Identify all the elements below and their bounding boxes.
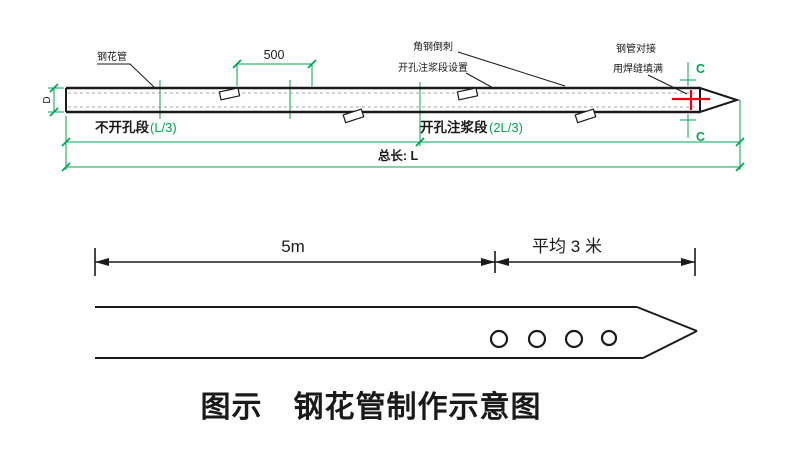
left-segment-dim: (L/3) (150, 120, 177, 135)
leader-line (457, 51, 566, 87)
right-segment-label: 开孔注浆段 (420, 119, 488, 135)
dim-tick (415, 137, 425, 147)
section-cut-marker: C C (680, 62, 705, 144)
grout-hole (564, 329, 584, 349)
dim-tick (49, 83, 59, 93)
barb (342, 108, 365, 124)
dim-tick (49, 107, 59, 117)
right-dim-label: 平均 3 米 (532, 237, 602, 256)
dim-tick (735, 162, 745, 172)
pipe-label: 钢花管 (97, 50, 127, 63)
dim-tick (61, 162, 71, 172)
pipe-tip-bottom (642, 330, 698, 359)
grout-hole (527, 329, 547, 349)
weld-joint-mark (672, 90, 710, 110)
grout-setup-label: 开孔注浆段设置 (398, 61, 468, 74)
barb (574, 108, 597, 124)
leader-line (647, 74, 688, 95)
leader-line (465, 72, 496, 90)
top-drawing: 500 钢花管 角钢倒刺 开孔注浆段设置 钢管对接 用焊缝填满 (42, 40, 745, 172)
bottom-dimension: 5m 平均 3 米 (94, 237, 696, 276)
drawing-caption: 图示 钢花管制作示意图 (201, 390, 542, 424)
barb (456, 87, 479, 101)
bottom-drawing: 5m 平均 3 米 图示 钢花管制作示意图 (94, 237, 698, 424)
dim-tick (61, 137, 71, 147)
barb-label: 角钢倒刺 (413, 40, 453, 53)
dim-tick (232, 59, 242, 69)
dim-arrow (95, 258, 109, 266)
pipe-body (65, 86, 741, 114)
dim-tick (735, 137, 745, 147)
leader-line (97, 63, 156, 89)
left-segment-label: 不开孔段 (95, 119, 149, 135)
diameter-label: D (42, 96, 53, 103)
right-segment-dim: (2L/3) (489, 120, 523, 135)
grout-hole (600, 329, 618, 347)
grout-hole (489, 329, 509, 349)
diameter-dimension: D (42, 83, 64, 117)
dim-tick (307, 59, 317, 69)
joint-label-line2: 用焊缝填满 (613, 62, 663, 75)
left-dim-label: 5m (281, 237, 305, 256)
dim-arrow (481, 258, 495, 266)
section-label-bottom: C (696, 130, 705, 144)
barb (218, 87, 241, 101)
dim-arrow (495, 258, 509, 266)
grout-holes (489, 329, 618, 349)
dim-500-label: 500 (264, 48, 285, 62)
joint-label-line1: 钢管对接 (616, 42, 656, 55)
section-label-top: C (696, 62, 705, 76)
total-length-label: 总长: L (378, 148, 419, 163)
bottom-pipe-outline (95, 306, 698, 359)
dim-arrow (681, 258, 695, 266)
pipe-tip-top (636, 306, 698, 332)
